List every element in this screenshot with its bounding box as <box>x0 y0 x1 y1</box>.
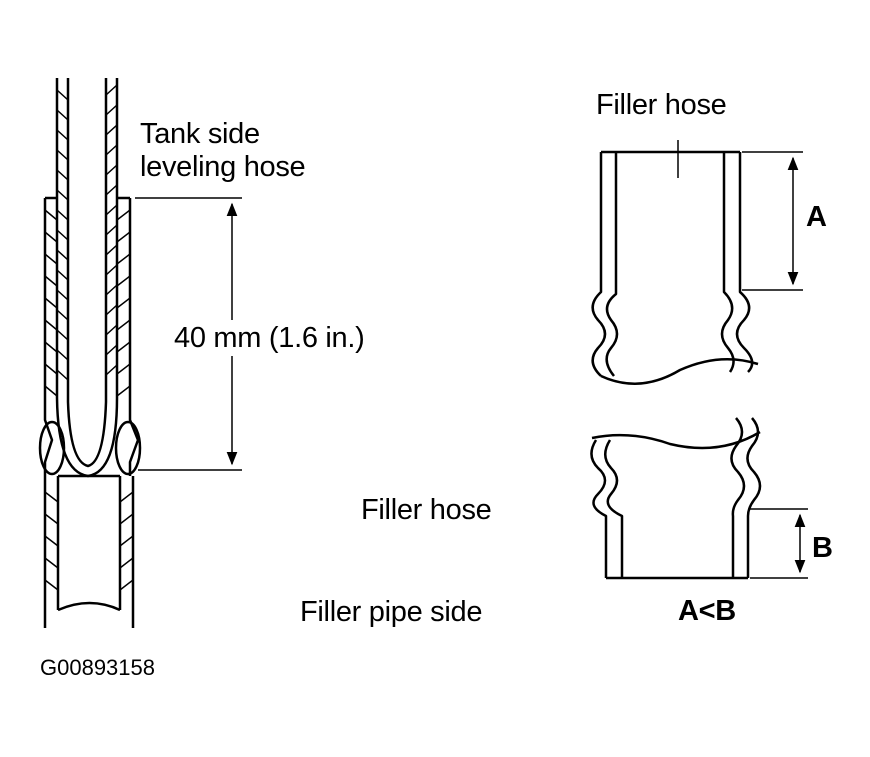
filler-hose-right-label: Filler hose <box>596 89 727 121</box>
dimension-b <box>750 508 808 579</box>
dimension-a <box>742 151 803 291</box>
dimension-b-label: B <box>812 532 833 564</box>
dimension-40mm <box>135 197 242 471</box>
figure-code: G00893158 <box>40 655 155 680</box>
relation-label: A<B <box>678 595 736 627</box>
dimension-a-label: A <box>806 201 827 233</box>
right-hose-bottom <box>590 417 762 580</box>
filler-hose-left <box>38 196 142 476</box>
filler-pipe-side-label: Filler pipe side <box>300 596 483 628</box>
tank-side-label-line2: leveling hose <box>140 151 306 183</box>
filler-hose-left-label: Filler hose <box>361 494 492 526</box>
right-hose-top <box>591 140 759 385</box>
filler-pipe <box>43 474 135 628</box>
tank-side-label-line1: Tank side <box>140 118 260 150</box>
left-assembly <box>38 78 242 628</box>
leveling-hose <box>55 78 119 478</box>
dimension-40mm-label: 40 mm (1.6 in.) <box>174 322 365 354</box>
